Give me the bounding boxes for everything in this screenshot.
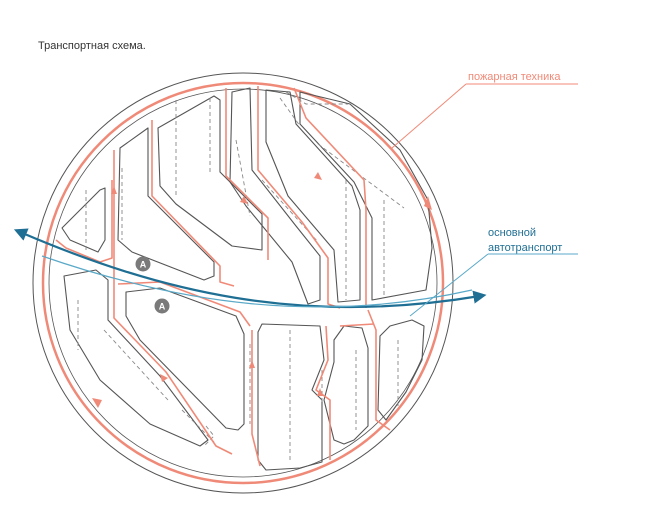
page-title: Транспортная схема. — [38, 40, 146, 52]
main-transport-label-line1: основной — [488, 227, 536, 239]
block-lower-mid — [257, 323, 325, 471]
transport-line-lower — [41, 255, 473, 308]
main-transport-label: основной автотранспорт — [488, 226, 562, 256]
main-transport-label-line2: автотранспорт — [488, 242, 563, 254]
fire-arrow-icon — [160, 374, 168, 382]
marker-a-lower: A — [154, 298, 170, 314]
marker-a-lower-label: A — [159, 302, 166, 312]
fire-arrow-icon — [249, 360, 255, 368]
block-lower-right-b — [377, 319, 425, 421]
block-lower-right-a — [323, 325, 369, 445]
fire-arrow-icon — [92, 398, 102, 408]
fire-equipment-label: пожарная техника — [468, 71, 561, 83]
marker-a-upper: A — [135, 256, 151, 272]
leader-lines — [391, 83, 578, 317]
block-left-upper — [117, 127, 215, 281]
block-left-lower — [63, 269, 209, 447]
fire-arrow-icon — [314, 172, 322, 180]
fire-arrow-icon — [111, 186, 117, 194]
dashed-driveways — [77, 91, 405, 462]
fire-arrow-icon — [317, 388, 323, 396]
inner-ring-outline — [48, 88, 438, 478]
transport-line-upper — [13, 228, 487, 309]
fire-direction-arrows — [92, 172, 432, 408]
fire-leader-line — [391, 83, 578, 149]
fire-arrow-icon — [424, 196, 432, 210]
block-top-a — [157, 95, 263, 251]
marker-a-upper-label: A — [140, 260, 147, 270]
fire-ring-road — [41, 81, 445, 485]
transport-leader-line — [409, 253, 578, 317]
main-transport-road — [13, 228, 487, 309]
fire-arrow-icon — [240, 196, 248, 204]
